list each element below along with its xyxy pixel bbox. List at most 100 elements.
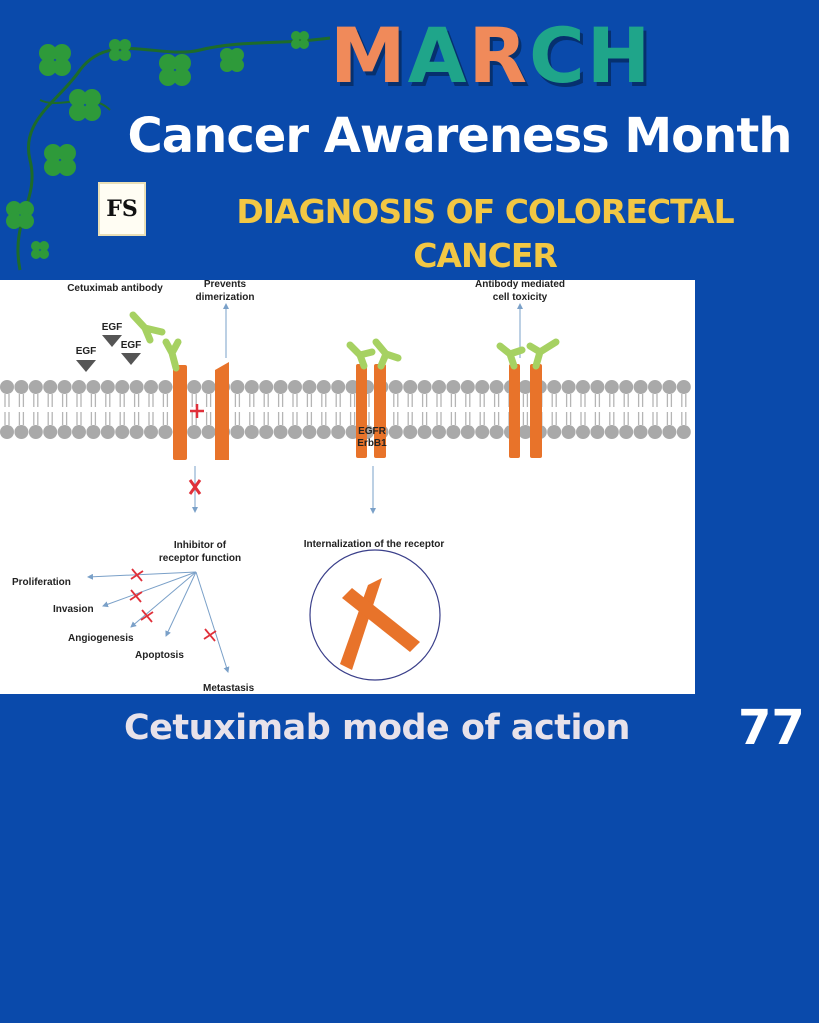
adcc-label: Antibody mediated xyxy=(475,280,565,290)
lipid-head xyxy=(331,425,346,439)
effect-arrow xyxy=(102,571,197,608)
effect-label: Angiogenesis xyxy=(68,633,134,644)
lipid-head xyxy=(403,380,418,394)
lipid-head xyxy=(619,380,634,394)
lipid-head xyxy=(662,380,677,394)
effect-label: Proliferation xyxy=(12,577,71,588)
lipid-head xyxy=(475,425,490,439)
lipid-head xyxy=(547,425,562,439)
inhibitor-label: receptor function xyxy=(159,553,241,564)
effect-label: Apoptosis xyxy=(135,650,184,661)
antibody xyxy=(162,338,182,372)
lipid-head xyxy=(0,425,14,439)
lipid-head xyxy=(518,425,533,439)
internalized-receptor xyxy=(340,578,420,670)
block-x-icon xyxy=(140,609,154,623)
lipid-head xyxy=(86,425,101,439)
march-letter: R xyxy=(468,11,529,100)
inhibitor-label: Inhibitor of xyxy=(174,540,227,551)
lipid-head xyxy=(388,380,403,394)
lipid-head xyxy=(288,425,302,439)
lipid-head xyxy=(72,425,86,439)
lipid-head xyxy=(57,380,72,394)
subtitle-line: DIAGNOSIS OF COLORECTAL xyxy=(236,192,734,231)
block-x-icon xyxy=(188,479,202,495)
lipid-head xyxy=(302,425,317,439)
lipid-head xyxy=(129,425,144,439)
lipid-head xyxy=(403,425,418,439)
internalization-label: Internalization of the receptor xyxy=(304,539,445,550)
lipid-head xyxy=(28,380,43,394)
effect-arrow xyxy=(87,571,197,580)
lipid-head xyxy=(576,425,590,439)
lipid-head xyxy=(489,380,504,394)
prevents-label: dimerization xyxy=(196,292,255,303)
effect-label: Invasion xyxy=(53,604,94,615)
lipid-head xyxy=(648,425,662,439)
poster-title: Cancer Awareness Month xyxy=(127,108,793,164)
lipid-head xyxy=(648,380,662,394)
page-number: 77 xyxy=(738,700,805,756)
effect-arrow xyxy=(165,571,197,637)
march-letter: C xyxy=(529,11,587,100)
lipid-head xyxy=(475,380,490,394)
lipid-head xyxy=(446,380,461,394)
march-letter: M xyxy=(330,11,408,100)
lipid-head xyxy=(432,380,446,394)
lipid-head xyxy=(144,380,158,394)
lipid-head xyxy=(619,425,634,439)
lipid-head xyxy=(14,425,29,439)
lipid-head xyxy=(259,425,274,439)
lipid-head xyxy=(633,425,648,439)
lipid-head xyxy=(576,380,590,394)
effect-labels: Proliferation Invasion Angiogenesis Apop… xyxy=(12,577,255,694)
lipid-head xyxy=(144,425,158,439)
lipid-head xyxy=(460,425,475,439)
lipid-head xyxy=(230,380,245,394)
march-letter: A xyxy=(407,11,469,100)
block-x-icon xyxy=(203,628,217,642)
lipid-head xyxy=(417,425,432,439)
block-plus-icon xyxy=(190,404,204,418)
lipid-head xyxy=(604,380,619,394)
lipid-head xyxy=(201,425,216,439)
lipid-head xyxy=(518,380,533,394)
lipid-head xyxy=(187,425,202,439)
lipid-head xyxy=(0,380,14,394)
lipid-head xyxy=(158,425,173,439)
lipid-head xyxy=(590,425,605,439)
receptor xyxy=(374,364,386,458)
antibody xyxy=(372,338,402,370)
lipid-head xyxy=(72,380,86,394)
receptor-label: ErbB1 xyxy=(357,438,387,449)
lipid-head xyxy=(43,425,58,439)
lipid-head xyxy=(676,425,691,439)
cetuximab-diagram: Cetuximab antibody Prevents dimerization… xyxy=(0,279,695,694)
antibody xyxy=(129,311,166,344)
lipid-head xyxy=(417,380,432,394)
lipid-head xyxy=(561,380,576,394)
block-x-icon xyxy=(130,568,144,582)
egf-triangle xyxy=(121,353,141,365)
receptor xyxy=(530,364,542,458)
lipid-head xyxy=(158,380,173,394)
lipid-head xyxy=(288,380,302,394)
lipid-head xyxy=(273,425,288,439)
lipid-head xyxy=(676,380,691,394)
march-heading: MARCH xyxy=(330,18,652,94)
lipid-head xyxy=(28,425,43,439)
lipid-head xyxy=(316,425,331,439)
march-heading-shadow: MARCH xyxy=(333,15,656,104)
cell-membrane xyxy=(0,380,691,439)
logo-initials: FS xyxy=(106,196,138,222)
egf-label: EGF xyxy=(102,322,123,333)
lipid-head xyxy=(331,380,346,394)
receptor-label: EGFR xyxy=(358,426,387,437)
egf-triangle xyxy=(102,335,122,347)
antibody xyxy=(346,341,376,370)
lipid-head xyxy=(446,425,461,439)
clover-vine-decoration xyxy=(6,31,331,271)
lipid-head xyxy=(115,425,130,439)
lipid-head xyxy=(590,380,605,394)
